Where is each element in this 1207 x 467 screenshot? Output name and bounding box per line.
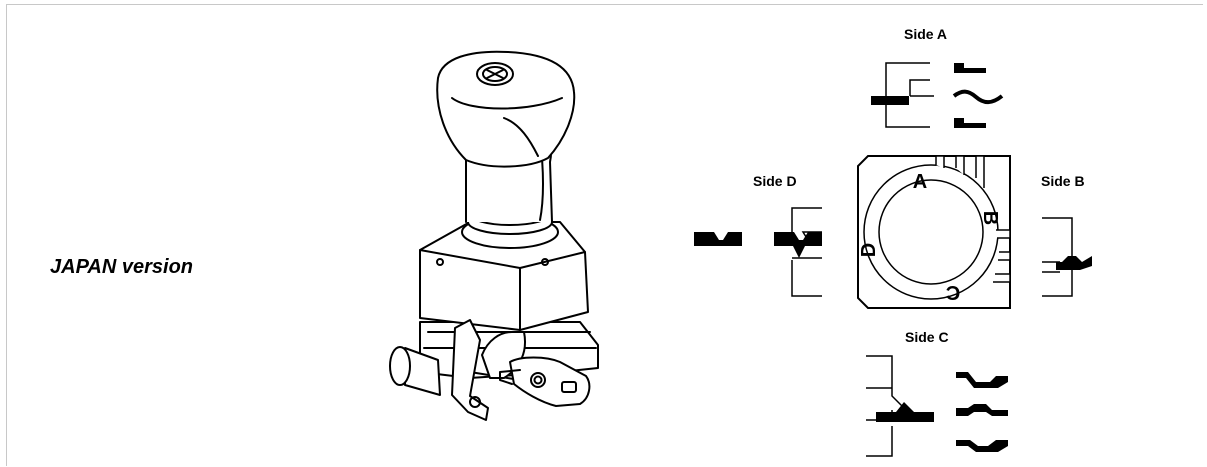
dial-letter-d: D: [858, 243, 880, 257]
side-a-cut-deep: [954, 123, 986, 128]
side-d-key-blade: [774, 232, 822, 246]
side-c-cut-shallow: [956, 440, 1008, 452]
dial-right-notches: [993, 229, 1011, 283]
side-b-label: Side B: [1041, 173, 1085, 189]
dial-letter-c: C: [946, 281, 960, 303]
side-c-key-diagram: [866, 355, 1008, 457]
side-c-label: Side C: [905, 329, 949, 345]
side-d-key-profile: [694, 232, 742, 246]
side-a-cut-wave: [952, 89, 1004, 105]
side-b-key-blade: [1056, 256, 1092, 270]
side-a-cut-shallow: [954, 68, 986, 73]
side-c-key-blade: [876, 402, 934, 422]
side-d-label: Side D: [753, 173, 797, 189]
side-a-label: Side A: [904, 26, 948, 42]
figure-frame: [6, 4, 1203, 466]
dial-inner-ring: [878, 179, 984, 285]
lock-face-dial: A B C D: [857, 155, 1011, 309]
dial-letter-b: B: [979, 211, 1001, 225]
side-c-cut-medium: [956, 404, 1008, 416]
dial-letter-a: A: [913, 171, 927, 193]
side-a-key-diagram: [871, 62, 1004, 128]
side-a-key-blade: [871, 96, 909, 105]
version-label: JAPAN version: [50, 256, 194, 278]
dial-top-notches: [935, 155, 985, 188]
side-c-cut-deep: [956, 372, 1008, 388]
side-d-key-diagram: [694, 207, 822, 297]
lock-face-plate: [857, 155, 1011, 309]
side-b-key-diagram: [1042, 217, 1092, 297]
ignition-lock-illustration: [389, 50, 599, 421]
